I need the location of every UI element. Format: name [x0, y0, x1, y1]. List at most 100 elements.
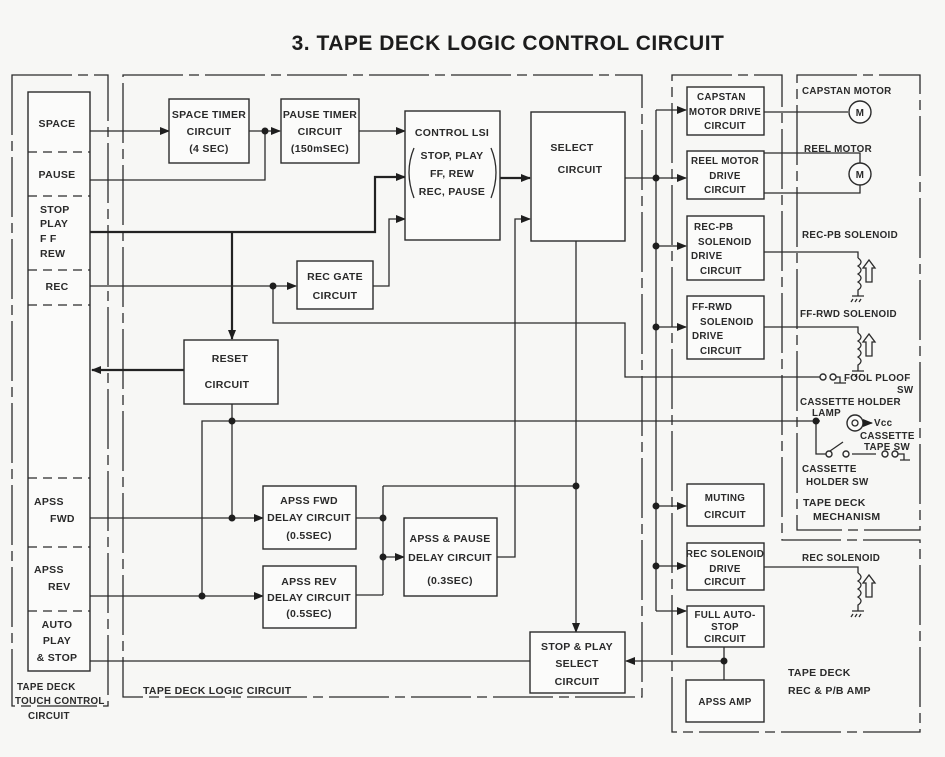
amp-label: TAPE DECK REC & P/B AMP — [788, 667, 871, 697]
svg-text:STOP & PLAY: STOP & PLAY — [541, 641, 613, 653]
svg-text:PAUSE TIMER: PAUSE TIMER — [283, 109, 357, 121]
svg-text:TAPE SW: TAPE SW — [864, 442, 910, 453]
reel-drive-block: REEL MOTOR DRIVE CIRCUIT — [686, 150, 765, 200]
svg-text:REC, PAUSE: REC, PAUSE — [419, 186, 485, 198]
touch-key-apss-fwd: APSS FWD — [34, 496, 75, 525]
svg-text:(0.3SEC): (0.3SEC) — [427, 575, 473, 587]
rec-solenoid-drive-block: REC SOLENOID DRIVE CIRCUIT — [686, 542, 765, 591]
svg-text:FWD: FWD — [50, 513, 75, 525]
svg-text:CONTROL LSI: CONTROL LSI — [415, 127, 489, 139]
logic-label: TAPE DECK LOGIC CIRCUIT — [143, 685, 292, 697]
touch-key-space: SPACE — [39, 118, 76, 130]
svg-text:REEL MOTOR: REEL MOTOR — [691, 156, 759, 167]
amp-frame — [671, 74, 921, 733]
svg-text:TAPE DECK: TAPE DECK — [17, 682, 76, 693]
touch-key-auto-play: AUTO PLAY & STOP — [37, 619, 78, 664]
full-auto-stop-block: FULL AUTO- STOP CIRCUIT — [686, 605, 765, 648]
svg-text:STOP, PLAY: STOP, PLAY — [421, 150, 484, 162]
logic-frame — [122, 74, 643, 698]
svg-text:APSS: APSS — [34, 564, 64, 576]
recpb-drive-block: REC-PB SOLENOID DRIVE CIRCUIT — [686, 215, 765, 281]
touch-key-pause: PAUSE — [39, 169, 76, 181]
lamp-icon — [846, 414, 864, 432]
svg-text:FULL AUTO-: FULL AUTO- — [694, 610, 755, 621]
svg-text:DELAY CIRCUIT: DELAY CIRCUIT — [408, 552, 492, 564]
svg-text:AUTO: AUTO — [42, 619, 73, 631]
cassette-holder-switch-icon: CASSETTE HOLDER SW — [802, 441, 869, 488]
svg-text:LAMP: LAMP — [812, 408, 841, 419]
ffrwd-solenoid-icon — [850, 332, 877, 378]
svg-text:DRIVE: DRIVE — [691, 251, 723, 262]
svg-text:CIRCUIT: CIRCUIT — [28, 711, 70, 722]
svg-text:F F: F F — [40, 233, 57, 245]
svg-text:CIRCUIT: CIRCUIT — [558, 164, 603, 176]
reel-motor-icon: M — [848, 162, 872, 186]
svg-text:TOUCH CONTROL: TOUCH CONTROL — [15, 696, 105, 707]
svg-text:MECHANISM: MECHANISM — [813, 511, 880, 523]
svg-text:TAPE DECK: TAPE DECK — [803, 497, 866, 509]
select-circuit-block: SELECT CIRCUIT — [530, 111, 626, 242]
capstan-motor-label: CAPSTAN MOTOR — [802, 86, 892, 97]
svg-text:SELECT: SELECT — [555, 658, 599, 670]
cassette-tape-switch-icon: CASSETTE TAPE SW — [860, 431, 915, 461]
svg-text:APSS & PAUSE: APSS & PAUSE — [409, 533, 490, 545]
svg-text:CASSETTE: CASSETTE — [802, 464, 857, 475]
svg-text:CIRCUIT: CIRCUIT — [298, 126, 343, 138]
svg-text:CASSETTE HOLDER: CASSETTE HOLDER — [800, 397, 901, 408]
junctions — [198, 127, 820, 665]
svg-text:MOTOR DRIVE: MOTOR DRIVE — [689, 107, 761, 118]
svg-text:REW: REW — [40, 248, 65, 260]
muting-block: MUTING CIRCUIT — [686, 483, 765, 527]
svg-text:STOP: STOP — [40, 204, 70, 216]
svg-text:M: M — [856, 170, 864, 181]
svg-text:CIRCUIT: CIRCUIT — [205, 379, 250, 391]
svg-text:FF-RWD: FF-RWD — [692, 302, 732, 313]
recpb-solenoid-icon — [850, 257, 877, 303]
stop-play-select-block: STOP & PLAY SELECT CIRCUIT — [529, 631, 626, 694]
page-title: 3. TAPE DECK LOGIC CONTROL CIRCUIT — [292, 32, 725, 55]
pause-timer-block: PAUSE TIMER CIRCUIT (150mSEC) — [280, 98, 360, 164]
space-timer-block: SPACE TIMER CIRCUIT (4 SEC) — [168, 98, 250, 164]
apss-pause-delay-block: APSS & PAUSE DELAY CIRCUIT (0.3SEC) — [403, 517, 498, 597]
svg-text:(0.5SEC): (0.5SEC) — [286, 530, 332, 542]
svg-text:APSS REV: APSS REV — [281, 576, 337, 588]
svg-text:CIRCUIT: CIRCUIT — [704, 577, 746, 588]
control-lsi-block: CONTROL LSI STOP, PLAY FF, REW REC, PAUS… — [404, 110, 501, 241]
svg-text:SELECT: SELECT — [550, 142, 594, 154]
apss-amp-block: APSS AMP — [685, 679, 765, 723]
touch-control-label: TAPE DECK TOUCH CONTROL CIRCUIT — [15, 682, 105, 722]
svg-text:CIRCUIT: CIRCUIT — [313, 290, 358, 302]
svg-text:SOLENOID: SOLENOID — [698, 237, 752, 248]
svg-text:APSS AMP: APSS AMP — [698, 697, 751, 708]
svg-text:REC SOLENOID: REC SOLENOID — [686, 549, 764, 560]
apss-fwd-delay-block: APSS FWD DELAY CIRCUIT (0.5SEC) — [262, 485, 357, 550]
rec-gate-block: REC GATE CIRCUIT — [296, 260, 374, 310]
svg-text:STOP: STOP — [711, 622, 739, 633]
svg-text:(150mSEC): (150mSEC) — [291, 143, 349, 155]
svg-text:DELAY CIRCUIT: DELAY CIRCUIT — [267, 592, 351, 604]
svg-text:HOLDER SW: HOLDER SW — [806, 477, 869, 488]
svg-text:MUTING: MUTING — [705, 493, 746, 504]
svg-text:SPACE: SPACE — [39, 118, 76, 130]
svg-text:DRIVE: DRIVE — [709, 564, 741, 575]
svg-text:RESET: RESET — [212, 353, 249, 365]
svg-text:REC & P/B AMP: REC & P/B AMP — [788, 685, 871, 697]
svg-text:M: M — [856, 108, 864, 119]
svg-text:& STOP: & STOP — [37, 652, 78, 664]
capstan-motor-icon: M — [848, 100, 872, 124]
svg-text:CIRCUIT: CIRCUIT — [555, 676, 600, 688]
svg-text:FF, REW: FF, REW — [430, 168, 474, 180]
svg-text:APSS FWD: APSS FWD — [280, 495, 338, 507]
wires — [90, 106, 876, 680]
svg-text:SOLENOID: SOLENOID — [700, 317, 754, 328]
svg-text:(0.5SEC): (0.5SEC) — [286, 608, 332, 620]
ffrwd-drive-block: FF-RWD SOLENOID DRIVE CIRCUIT — [686, 295, 765, 360]
svg-text:CIRCUIT: CIRCUIT — [704, 634, 746, 645]
svg-text:Vcc: Vcc — [874, 418, 893, 429]
cassette-lamp: CASSETTE HOLDER LAMP Vcc — [800, 397, 901, 432]
fool-proof-switch-icon: FOOL PLOOF SW — [819, 373, 914, 396]
svg-text:CASSETTE: CASSETTE — [860, 431, 915, 442]
svg-text:PLAY: PLAY — [40, 218, 68, 230]
